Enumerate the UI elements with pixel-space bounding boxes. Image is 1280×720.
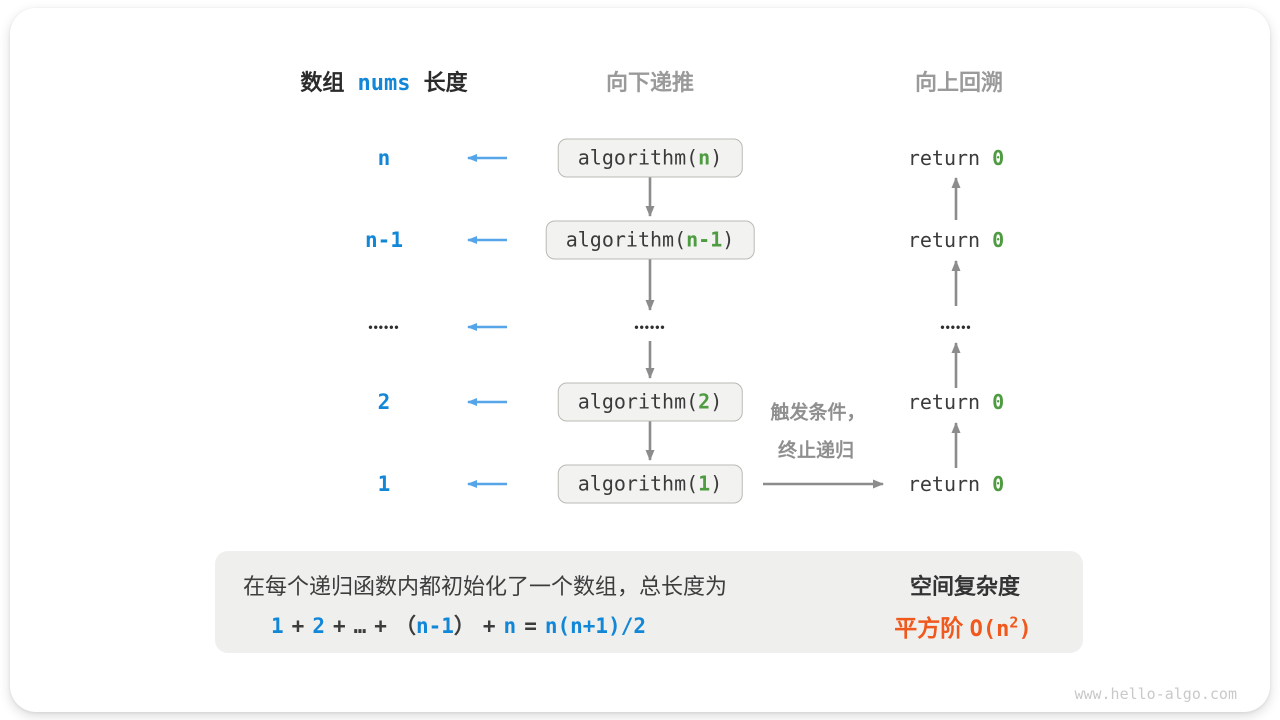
complexity-value: 平方阶 O(n2) bbox=[894, 609, 1031, 643]
return-value: 0 bbox=[992, 146, 1005, 170]
formula-result: n(n+1)/2 bbox=[544, 614, 646, 638]
call-fn: algorithm( bbox=[577, 145, 699, 170]
formula-operator: + bbox=[332, 614, 346, 638]
call-box: algorithm(n) bbox=[557, 138, 743, 178]
diagram-card: 数组 nums 长度 向下递推 向上回溯 n algorithm(n) retu… bbox=[10, 8, 1270, 712]
return-statement: return 0 bbox=[908, 472, 1004, 496]
call-fn: algorithm( bbox=[577, 471, 699, 496]
complexity-title: 空间复杂度 bbox=[909, 574, 1021, 599]
call-close: ) bbox=[710, 471, 723, 496]
blue-left-arrows bbox=[467, 154, 507, 488]
return-value: 0 bbox=[992, 390, 1005, 414]
formula-ellipsis: … bbox=[353, 614, 367, 638]
return-statement: return 0 bbox=[908, 390, 1004, 414]
ellipsis-dots: •••••• bbox=[368, 320, 400, 334]
call-box: algorithm(1) bbox=[557, 464, 743, 504]
call-arg: n bbox=[698, 145, 711, 170]
summary-description: 在每个递归函数内都初始化了一个数组，总长度为 bbox=[243, 574, 728, 599]
array-name-code: nums bbox=[357, 71, 411, 96]
summary-panel: 在每个递归函数内都初始化了一个数组，总长度为 1 +2 + … + （n-1） + n = n(n… bbox=[215, 551, 1083, 653]
column-header-backtrack: 向上回溯 bbox=[914, 70, 1004, 95]
formula-operator: + bbox=[374, 614, 387, 638]
formula-term: n bbox=[503, 614, 517, 638]
complexity-big-o: O(n2) bbox=[969, 613, 1032, 642]
column-header-array-length: 数组 nums 长度 bbox=[300, 65, 467, 97]
array-label-suffix: 长度 bbox=[423, 70, 468, 95]
call-arg: n-1 bbox=[686, 227, 723, 252]
array-length-label: 1 bbox=[377, 472, 391, 496]
formula-operator: = bbox=[524, 614, 537, 638]
formula-term: 1 bbox=[271, 614, 284, 638]
watermark-url: www.hello-algo.com bbox=[1074, 685, 1237, 703]
array-length-label: 2 bbox=[377, 390, 391, 414]
summary-formula: 1 +2 + … + （n-1） + n = n(n+1)/2 bbox=[267, 610, 650, 640]
return-statement: return 0 bbox=[908, 228, 1004, 252]
array-length-label: n bbox=[377, 146, 391, 170]
array-length-label: n-1 bbox=[365, 228, 403, 252]
call-arg: 1 bbox=[698, 471, 711, 496]
return-value: 0 bbox=[992, 228, 1005, 252]
complexity-exponent: 2 bbox=[1009, 613, 1019, 632]
ellipsis-dots: •••••• bbox=[634, 320, 666, 334]
return-value: 0 bbox=[992, 472, 1005, 496]
return-keyword: return bbox=[907, 146, 993, 170]
call-close: ) bbox=[722, 227, 735, 252]
call-close: ) bbox=[710, 389, 723, 414]
return-statement: return 0 bbox=[908, 146, 1004, 170]
return-keyword: return bbox=[907, 390, 993, 414]
formula-operator: + bbox=[291, 614, 305, 638]
formula-term: 2 bbox=[312, 614, 325, 638]
formula-paren: ） bbox=[453, 614, 475, 638]
array-label-prefix: 数组 bbox=[300, 70, 345, 95]
call-box: algorithm(n-1) bbox=[545, 220, 755, 260]
call-arg: 2 bbox=[698, 389, 711, 414]
ellipsis-dots: •••••• bbox=[940, 320, 972, 334]
trigger-note-line1: 触发条件， bbox=[770, 402, 866, 424]
call-fn: algorithm( bbox=[565, 227, 687, 252]
call-fn: algorithm( bbox=[577, 389, 699, 414]
formula-term: n-1 bbox=[415, 614, 454, 638]
trigger-note-line2: 终止递归 bbox=[777, 440, 855, 462]
call-box: algorithm(2) bbox=[557, 382, 743, 422]
return-keyword: return bbox=[907, 228, 993, 252]
return-keyword: return bbox=[907, 472, 993, 496]
column-header-recurse: 向下递推 bbox=[605, 70, 695, 95]
formula-paren: （ bbox=[394, 614, 416, 638]
formula-operator: + bbox=[482, 614, 496, 638]
complexity-order-name: 平方阶 bbox=[894, 615, 964, 641]
call-close: ) bbox=[710, 145, 723, 170]
